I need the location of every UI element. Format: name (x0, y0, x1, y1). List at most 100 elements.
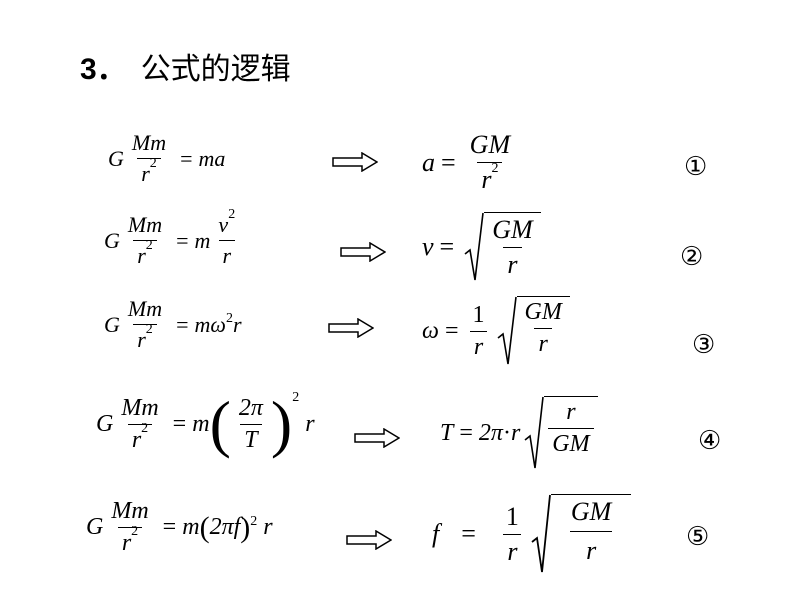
symbol-m: m (192, 410, 210, 437)
numerator: Mm (121, 394, 159, 421)
numerator: 1 (505, 501, 519, 531)
symbol-G: G (104, 311, 120, 337)
numerator: Mm (111, 498, 149, 524)
section-number: 3． (80, 53, 127, 86)
symbol-G: G (108, 145, 124, 171)
exponent: 2 (149, 155, 157, 171)
denominator: r (503, 247, 522, 280)
numerator: Mm (127, 212, 163, 237)
implies-arrow-icon (340, 242, 386, 262)
numerator: GM (524, 299, 562, 325)
denominator: r2 (133, 321, 157, 353)
symbol-v: v (218, 212, 229, 237)
equals: = (176, 311, 189, 337)
marker-1: ① (684, 152, 708, 182)
marker-2: ② (680, 242, 704, 272)
page-title: 3． 公式的逻辑 (80, 44, 291, 88)
exponent: 2 (141, 420, 149, 436)
symbol-omega: ω (422, 317, 439, 344)
equals: = (461, 519, 476, 548)
exponent: 2 (145, 237, 153, 253)
denominator: r (570, 531, 613, 566)
radical-sign-icon (531, 494, 551, 573)
fraction: v2 r (214, 207, 239, 269)
symbol-T: T (440, 419, 454, 446)
symbol-a: a (422, 147, 435, 177)
exponent: 2 (491, 161, 499, 177)
equals: = (176, 227, 189, 253)
symbol-r: r (510, 419, 521, 446)
dot-operator: · (502, 419, 511, 446)
fraction: GM r (521, 299, 566, 358)
denominator: T (240, 423, 262, 454)
numerator: Mm (131, 130, 167, 155)
implies-arrow-icon (346, 530, 392, 550)
section-title: 公式的逻辑 (140, 52, 291, 87)
square-root: GM r (497, 296, 570, 366)
numerator: GM (492, 215, 533, 244)
denominator: r (218, 240, 236, 269)
radical-sign-icon (464, 212, 485, 281)
square-root: GM r (531, 494, 632, 574)
marker-5: ⑤ (686, 522, 710, 552)
symbol-r: r (305, 410, 315, 437)
implies-arrow-icon (328, 318, 374, 338)
exponent: 2 (292, 390, 300, 405)
symbol-r: r (121, 530, 132, 556)
denominator: GM (548, 428, 594, 458)
numerator: 1 (472, 301, 485, 328)
equals: = (444, 317, 459, 344)
symbol-r: r (137, 327, 146, 352)
numerator: r (566, 399, 576, 425)
exponent: 2 (228, 206, 236, 222)
denominator: r (534, 328, 552, 358)
equals: = (180, 145, 193, 171)
marker-3: ③ (692, 330, 716, 360)
radical-sign-icon (524, 396, 545, 469)
symbol-G: G (86, 514, 104, 540)
exponent: 2 (131, 524, 139, 539)
numerator: GM (469, 130, 511, 159)
symbol-r: r (141, 161, 150, 186)
symbol-r: r (131, 426, 142, 453)
square-root: GM r (464, 212, 541, 282)
exponent: 2 (145, 321, 153, 337)
fraction: Mm r2 (128, 130, 170, 187)
symbol-r: r (263, 514, 273, 540)
exponent: 2 (225, 310, 233, 326)
denominator: r2 (133, 237, 157, 269)
symbol-m: m (194, 227, 211, 253)
implies-arrow-icon (332, 152, 378, 172)
right-paren: ) (240, 510, 251, 544)
denominator: r (469, 330, 488, 361)
symbol-2pi: 2π (478, 419, 503, 446)
numerator: GM (570, 497, 612, 526)
numerator: Mm (127, 296, 163, 321)
denominator: r2 (117, 524, 143, 557)
symbol-r: r (137, 243, 146, 268)
symbol-G: G (104, 227, 120, 253)
symbol-m: m (194, 311, 211, 337)
denominator: r (503, 533, 522, 567)
denominator: r2 (127, 420, 153, 454)
